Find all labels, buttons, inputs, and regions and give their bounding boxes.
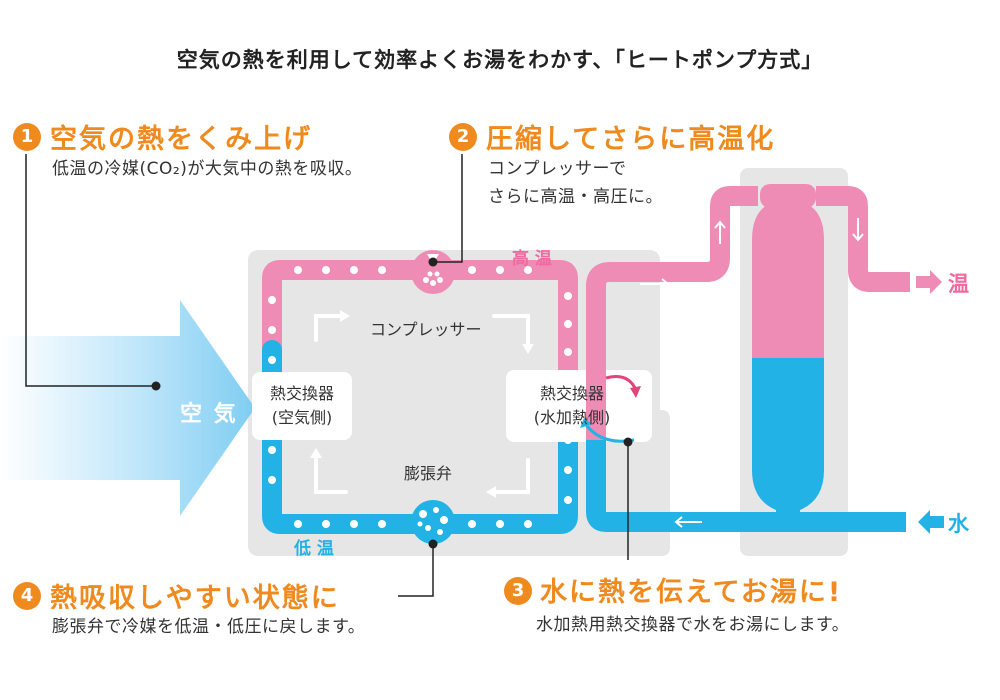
air-arrow (0, 300, 255, 516)
step-2-badge: 2 (449, 123, 477, 151)
tank-bottom (752, 358, 824, 522)
hx-water-label: 熱交換器 (水加熱側) (512, 382, 632, 430)
compressor-icon (411, 250, 455, 294)
leader-lines (25, 154, 629, 597)
hx-air-line1: 熱交換器 (269, 384, 334, 403)
water-in-arrow (918, 510, 944, 534)
step-2-desc-line1: コンプレッサーで (488, 159, 627, 179)
pipe-arrows (640, 218, 864, 528)
inner-flow-arrows (314, 314, 530, 494)
loop-dots (268, 266, 572, 528)
step-1-desc: 低温の冷媒(CO₂)が大気中の熱を吸収。 (52, 159, 363, 179)
low-temp-label: 低 温 (294, 539, 334, 559)
water-in-label: 水 (948, 512, 969, 536)
hot-out-arrow (916, 270, 942, 294)
hx-air-line2: (空気側) (271, 408, 333, 427)
expansion-valve-label: 膨張弁 (404, 464, 453, 483)
hx-air-box (252, 372, 352, 440)
outdoor-unit (248, 250, 660, 556)
cold-water-pipe (586, 440, 906, 532)
step-2-heading: 圧縮してさらに高温化 (486, 124, 776, 155)
step-1-badge: 1 (13, 123, 41, 151)
hot-water-pipe (586, 186, 758, 440)
step-1-heading: 空気の熱をくみ上げ (50, 124, 313, 155)
step-3-badge: 3 (504, 577, 532, 605)
hx-air-label: 熱交換器 (空気側) (252, 382, 352, 430)
hx-water-line1: 熱交換器 (539, 384, 604, 403)
step-2-desc-line2: さらに高温・高圧に。 (488, 187, 663, 207)
high-temp-label: 高 温 (512, 249, 552, 269)
tank-top (752, 200, 824, 358)
step-4-heading: 熱吸収しやすい状態に (50, 583, 340, 614)
compressor-label: コンプレッサー (370, 320, 482, 339)
hx-water-line2: (水加熱側) (533, 408, 611, 427)
step-4-desc: 膨張弁で冷媒を低温・低圧に戻します。 (52, 617, 366, 637)
air-label: 空 気 (180, 402, 238, 427)
expansion-valve-icon (411, 500, 455, 544)
hx-water-box (506, 370, 652, 442)
hot-out-label: 温 (948, 272, 969, 296)
step-3-heading: 水に熱を伝えてお湯に! (540, 577, 843, 608)
step-4-badge: 4 (13, 582, 41, 610)
step-3-desc: 水加熱用熱交換器で水をお湯にします。 (536, 615, 850, 635)
page-title: 空気の熱を利用して効率よくお湯をわかす、「ヒートポンプ方式」 (176, 48, 824, 72)
